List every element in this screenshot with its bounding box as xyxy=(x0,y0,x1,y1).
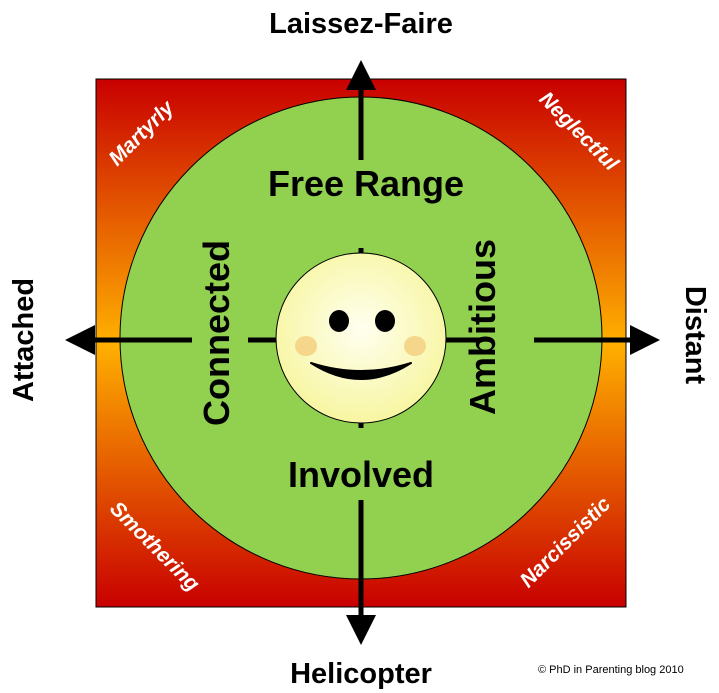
gap-left xyxy=(192,230,248,440)
axis-label-top: Laissez-Faire xyxy=(269,8,453,40)
copyright-credit: © PhD in Parenting blog 2010 xyxy=(538,664,684,676)
gap-top xyxy=(250,160,475,248)
gap-right xyxy=(482,228,534,428)
gap-bottom xyxy=(265,428,460,500)
inner-label-right: Ambitious xyxy=(462,239,503,415)
axis-label-right: Distant xyxy=(679,286,711,385)
inner-label-bottom: Involved xyxy=(288,454,434,495)
inner-label-top: Free Range xyxy=(268,163,464,204)
inner-label-left: Connected xyxy=(196,240,237,426)
axis-label-left: Attached xyxy=(8,278,40,402)
axis-label-bottom: Helicopter xyxy=(290,658,432,690)
smiley-face-icon xyxy=(275,252,447,424)
